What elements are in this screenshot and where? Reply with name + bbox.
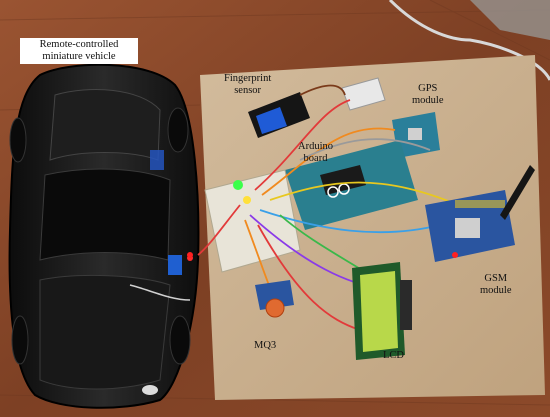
fingerprint-sensor [248, 92, 310, 138]
gps-caption-line-2: module [412, 95, 444, 106]
car-caption-line-1: Remote-controlled [39, 39, 119, 50]
car-caption-line-2: miniature vehicle [42, 51, 116, 62]
arduino-caption-line-2: board [303, 153, 328, 164]
lcd-module [352, 262, 412, 360]
arduino-caption-line-1: Arduino [298, 141, 333, 152]
arduino-board [285, 140, 418, 230]
fingerprint-caption-line-1: Fingerprint [224, 73, 272, 84]
gsm-caption-line-1: GSM [484, 273, 508, 284]
fingerprint-caption: Fingerprint sensor [220, 72, 275, 98]
gsm-caption: GSM module [476, 272, 516, 298]
lcd-caption: LCD [383, 350, 404, 361]
mq3-caption: MQ3 [254, 340, 277, 351]
wooden-board [200, 55, 545, 400]
car-caption: Remote-controlled miniature vehicle [20, 38, 138, 64]
gsm-module [425, 165, 535, 262]
fingerprint-caption-line-2: sensor [234, 85, 262, 96]
mq3-sensor [255, 280, 294, 318]
gps-module [341, 77, 440, 158]
arduino-caption: Arduino board [294, 140, 337, 166]
remote-controlled-car [8, 63, 200, 409]
gsm-caption-line-2: module [480, 285, 512, 296]
breadboard [187, 169, 301, 273]
background-object [470, 0, 550, 40]
gps-caption-line-1: GPS [418, 83, 438, 94]
gps-caption: GPS module [408, 82, 448, 108]
